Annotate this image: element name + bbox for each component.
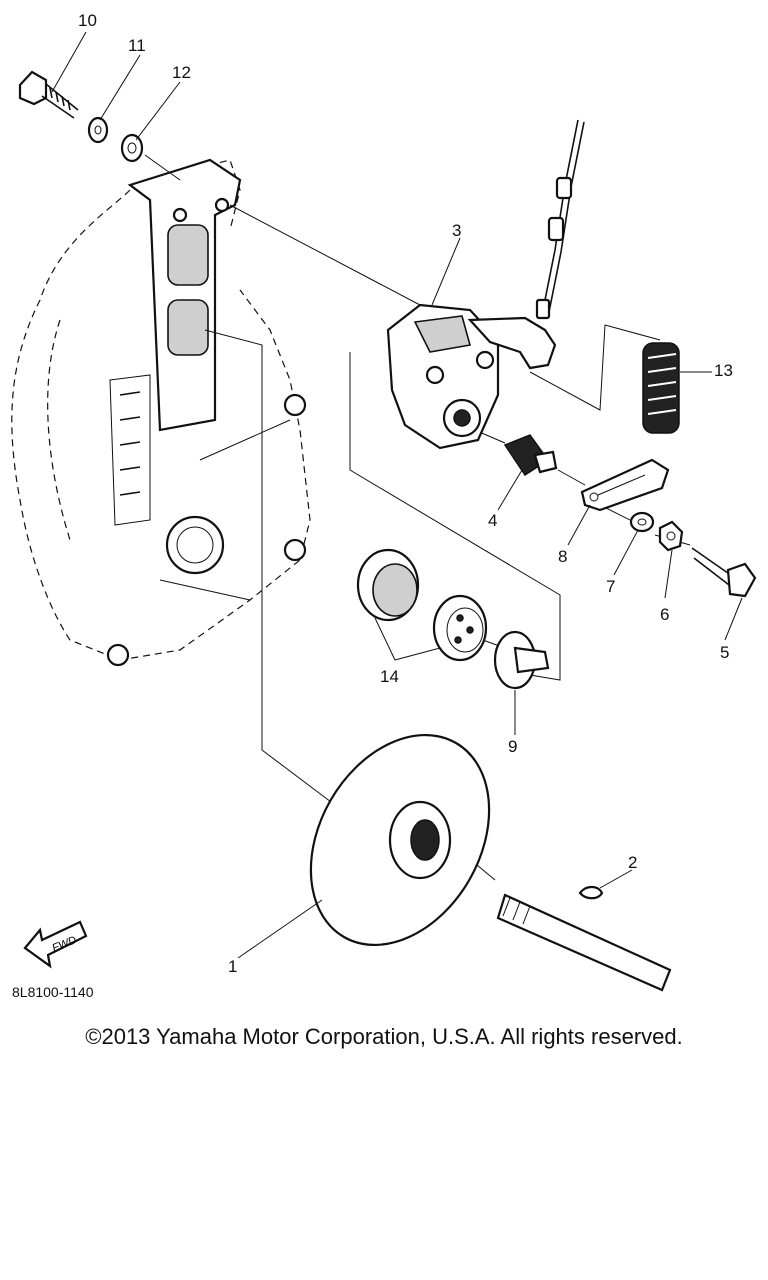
lever-plate-8 [580, 458, 670, 512]
key-2 [578, 885, 604, 900]
callout-6: 6 [660, 605, 669, 624]
callout-12: 12 [172, 63, 191, 82]
bolt-5 [691, 547, 757, 598]
nut-6 [658, 520, 684, 552]
copyright-notice: ©2013 Yamaha Motor Corporation, U.S.A. A… [85, 1024, 683, 1049]
callout-4: 4 [488, 511, 497, 530]
callout-2: 2 [628, 853, 637, 872]
callout-8: 8 [558, 547, 567, 566]
cap-14a [356, 548, 420, 622]
callout-9: 9 [508, 737, 517, 756]
cable [535, 119, 585, 320]
washer-7 [629, 511, 655, 533]
bracket-3 [386, 303, 557, 450]
fwd-arrow-icon: FWD [23, 920, 88, 969]
pivot-9 [493, 630, 550, 690]
callout-3: 3 [452, 221, 461, 240]
sheave-1 [309, 733, 491, 947]
housing [11, 158, 311, 667]
cap-14b [432, 594, 488, 662]
washer-12 [120, 133, 144, 163]
adjuster-4 [503, 434, 558, 477]
bolt-10 [18, 70, 79, 119]
shaft [496, 893, 672, 992]
callout-14: 14 [380, 667, 399, 686]
callout-13: 13 [714, 361, 733, 380]
leader-lines [51, 31, 743, 959]
callout-5: 5 [720, 643, 729, 662]
callout-10: 10 [78, 11, 97, 30]
diagram-code: 8L8100-1140 [12, 984, 94, 1000]
callout-11: 11 [128, 36, 146, 55]
guide-line [229, 204, 421, 306]
washer-11 [87, 116, 109, 144]
callout-7: 7 [606, 577, 615, 596]
exploded-parts-diagram: FWD 10 11 12 3 13 4 8 7 6 5 14 9 2 1 [11, 11, 757, 992]
spring-13 [642, 342, 680, 434]
callout-1: 1 [228, 957, 237, 976]
